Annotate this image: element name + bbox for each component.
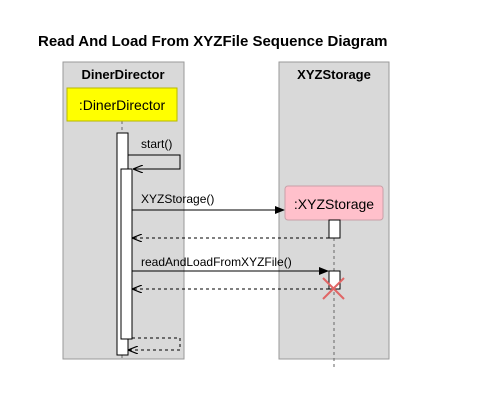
diner-director-object-label: :DinerDirector xyxy=(79,97,166,113)
message-start-label: start() xyxy=(141,137,172,151)
destroy-x-icon xyxy=(322,277,345,300)
xyz-storage-object: :XYZStorage xyxy=(284,185,384,221)
lane-xyz-storage-title: XYZStorage xyxy=(297,67,371,82)
message-start: start() xyxy=(128,137,181,169)
xyz-storage-activation-constructor xyxy=(328,219,341,239)
message-read-and-load-label: readAndLoadFromXYZFile() xyxy=(141,255,292,269)
lane-diner-director-title: DinerDirector xyxy=(81,67,164,82)
diner-director-object: :DinerDirector xyxy=(66,87,178,122)
xyz-storage-object-label: :XYZStorage xyxy=(294,196,374,212)
message-read-and-load: readAndLoadFromXYZFile() xyxy=(132,255,329,275)
diagram-title: Read And Load From XYZFile Sequence Diag… xyxy=(38,33,388,50)
diner-director-activation-inner xyxy=(120,168,133,340)
message-start-arrow xyxy=(128,154,181,169)
diner-director-object-box xyxy=(66,87,178,122)
message-constructor: XYZStorage() xyxy=(132,192,285,214)
message-start-return xyxy=(129,337,181,350)
message-constructor-label: XYZStorage() xyxy=(141,192,214,206)
